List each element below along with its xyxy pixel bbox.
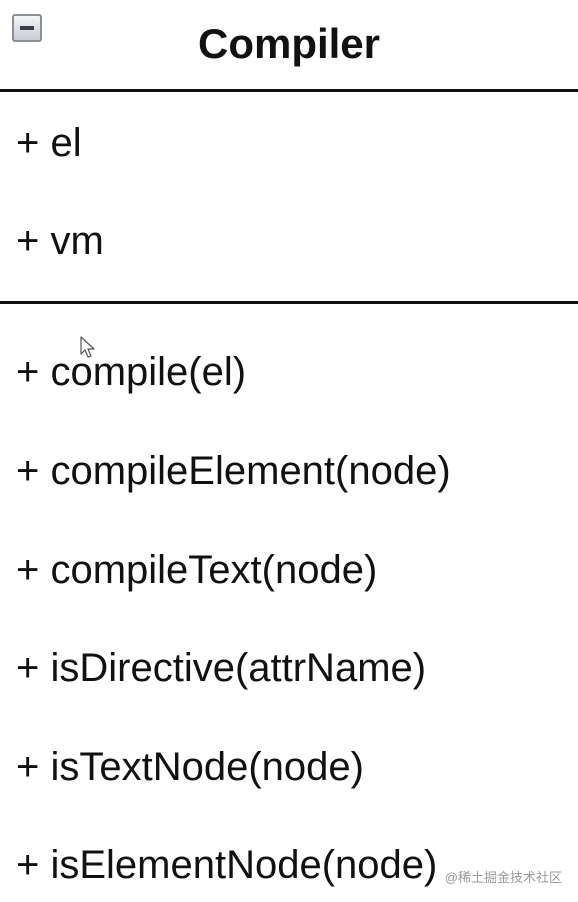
minus-glyph (20, 26, 34, 30)
attribute-el[interactable]: + el (16, 121, 82, 165)
mouse-pointer-icon (80, 336, 95, 358)
class-name: Compiler (197, 20, 381, 67)
method-is-directive[interactable]: + isDirective(attrName) (16, 646, 427, 690)
method-is-element-node[interactable]: + isElementNode(node) (16, 843, 438, 887)
method-is-text-node[interactable]: + isTextNode(node) (16, 745, 364, 789)
minus-square-icon[interactable] (12, 14, 42, 42)
method-compile[interactable]: + compile(el) (16, 350, 247, 394)
method-compile-text[interactable]: + compileText(node) (16, 548, 378, 592)
attribute-vm[interactable]: + vm (16, 219, 104, 263)
method-compile-element[interactable]: + compileElement(node) (16, 449, 451, 493)
class-header: Compiler (0, 0, 578, 90)
header-divider (0, 89, 578, 92)
watermark: @稀土掘金技术社区 (444, 870, 562, 885)
attributes-divider (0, 301, 578, 304)
